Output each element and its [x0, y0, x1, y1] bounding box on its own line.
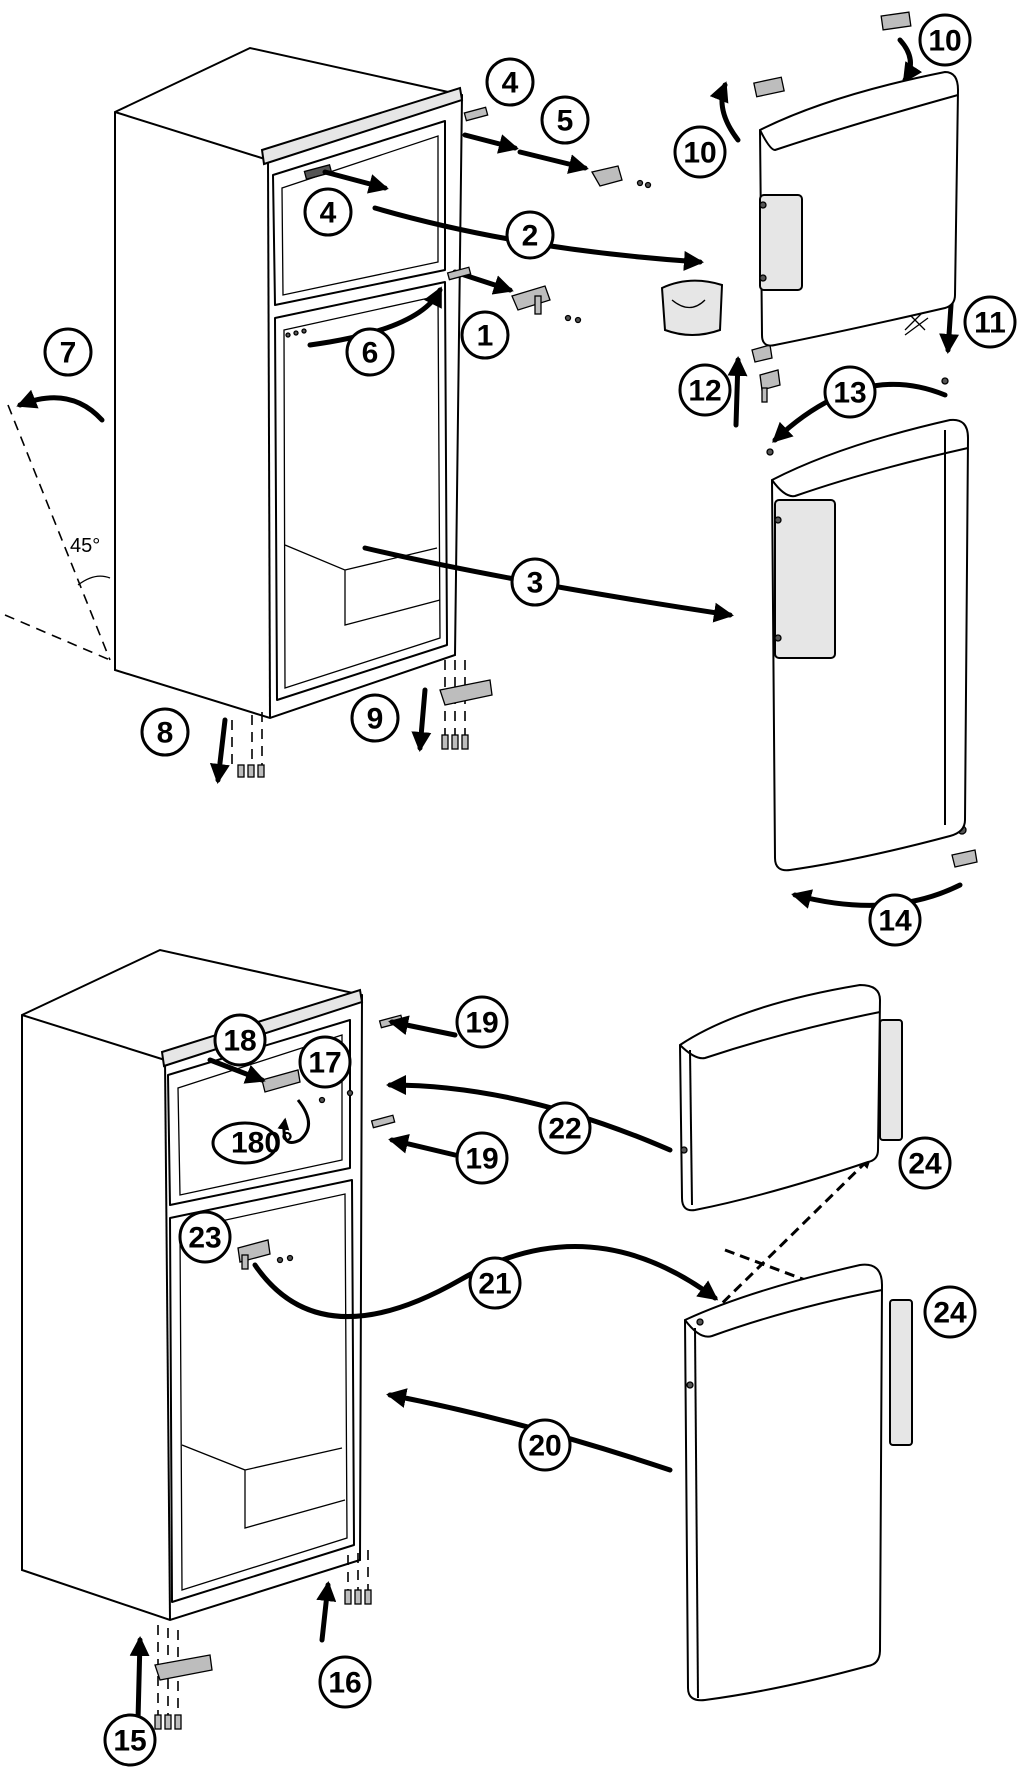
step-12: 12: [678, 363, 732, 417]
step-callouts: 1 2 3 4 4 5 6 7 8 9 10 10 11 12 13 14 15…: [43, 13, 1017, 1767]
fridge-door-bottom: [683, 1263, 913, 1702]
rotation-label: 180°: [231, 1127, 293, 1160]
step-11: 11: [963, 295, 1017, 349]
step-5: 5: [540, 95, 590, 145]
svg-text:21: 21: [478, 1268, 511, 1301]
svg-text:18: 18: [223, 1025, 256, 1058]
svg-text:19: 19: [465, 1007, 498, 1040]
tilt-angle-guide: 45°: [4, 404, 111, 661]
step-19a: 19: [455, 995, 509, 1049]
step-20: 20: [518, 1418, 572, 1472]
top-arrows: [16, 37, 963, 909]
svg-text:19: 19: [465, 1143, 498, 1176]
svg-text:24: 24: [933, 1297, 967, 1330]
svg-text:13: 13: [833, 377, 866, 410]
step-15: 15: [103, 1713, 157, 1767]
step-2: 2: [505, 210, 555, 260]
step-4a: 4: [485, 57, 535, 107]
svg-text:3: 3: [527, 567, 544, 600]
svg-text:14: 14: [878, 905, 912, 938]
svg-text:20: 20: [528, 1430, 561, 1463]
step-3: 3: [510, 557, 560, 607]
svg-text:16: 16: [328, 1667, 361, 1700]
step-18: 18: [213, 1013, 267, 1067]
step-14: 14: [868, 893, 922, 947]
step-19b: 19: [455, 1131, 509, 1185]
step-24a: 24: [898, 1136, 952, 1190]
step-24b: 24: [923, 1285, 977, 1339]
step-6: 6: [345, 327, 395, 377]
svg-text:8: 8: [157, 717, 174, 750]
step-4b: 4: [303, 187, 353, 237]
svg-text:6: 6: [362, 337, 379, 370]
svg-text:10: 10: [928, 25, 961, 58]
svg-text:7: 7: [60, 337, 77, 370]
svg-text:4: 4: [502, 67, 519, 100]
rotation-circle: [211, 1121, 279, 1165]
step-7: 7: [43, 327, 93, 377]
svg-text:1: 1: [477, 320, 494, 353]
step-9: 9: [350, 693, 400, 743]
step-10a: 10: [673, 125, 727, 179]
step-22: 22: [538, 1101, 592, 1155]
svg-text:22: 22: [548, 1113, 581, 1146]
step-23: 23: [178, 1210, 232, 1264]
step-8: 8: [140, 707, 190, 757]
top-hinge-parts: [231, 11, 978, 868]
freezer-door-top: [758, 70, 960, 347]
freezer-door-bottom: [678, 983, 903, 1212]
top-fridge-illustration: [114, 46, 464, 720]
fridge-door-top: [770, 418, 970, 872]
svg-text:4: 4: [320, 197, 337, 230]
svg-text:24: 24: [908, 1148, 942, 1181]
svg-text:17: 17: [308, 1047, 341, 1080]
step-21: 21: [468, 1256, 522, 1310]
step-17: 17: [298, 1035, 352, 1089]
svg-text:23: 23: [188, 1222, 221, 1255]
svg-text:11: 11: [974, 307, 1006, 340]
svg-text:5: 5: [557, 105, 574, 138]
svg-text:2: 2: [522, 220, 539, 253]
svg-text:10: 10: [683, 137, 716, 170]
svg-text:9: 9: [367, 703, 384, 736]
svg-text:15: 15: [113, 1725, 146, 1758]
step-16: 16: [318, 1655, 372, 1709]
tilt-angle-label: 45°: [70, 535, 100, 557]
step-1: 1: [460, 310, 510, 360]
svg-text:12: 12: [688, 375, 721, 408]
step-10b: 10: [918, 13, 972, 67]
step-13: 13: [823, 365, 877, 419]
